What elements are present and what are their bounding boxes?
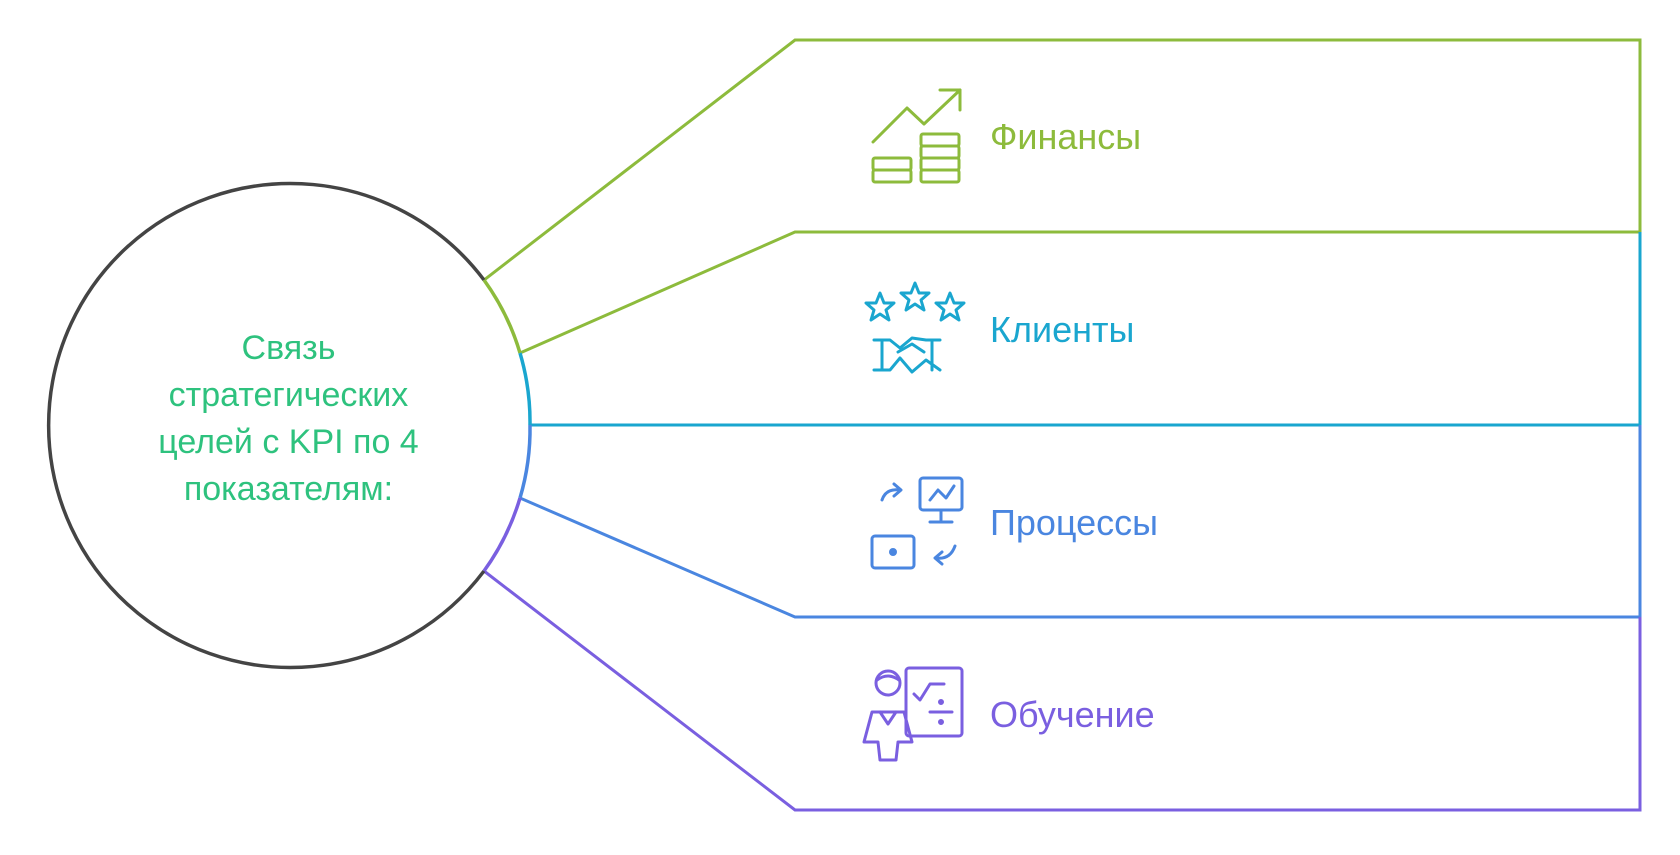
band-learning (483, 569, 1642, 812)
band-processes (519, 425, 1642, 619)
teacher-board-icon (862, 666, 964, 762)
center-caption-line-3: целей с KPI по 4 (158, 423, 419, 461)
process-monitor-icon (870, 476, 964, 570)
center-circle-outline (46, 181, 532, 670)
center-caption-line-2: стратегических (168, 376, 409, 414)
band-finance (483, 38, 1642, 355)
label-learning: Обучение (990, 694, 1155, 735)
center-caption-line-1: Связь (241, 329, 336, 367)
center-circle (46, 183, 530, 667)
center-caption-line-4: показателям: (183, 470, 394, 508)
stars-handshake-icon (864, 281, 966, 374)
label-processes: Процессы (990, 502, 1159, 543)
coins-growth-icon (871, 88, 962, 184)
label-finance: Финансы (990, 116, 1142, 157)
band-clients (530, 232, 1642, 427)
label-clients: Клиенты (990, 309, 1135, 350)
center-caption: Связь стратегических целей с KPI по 4 по… (70, 325, 507, 513)
